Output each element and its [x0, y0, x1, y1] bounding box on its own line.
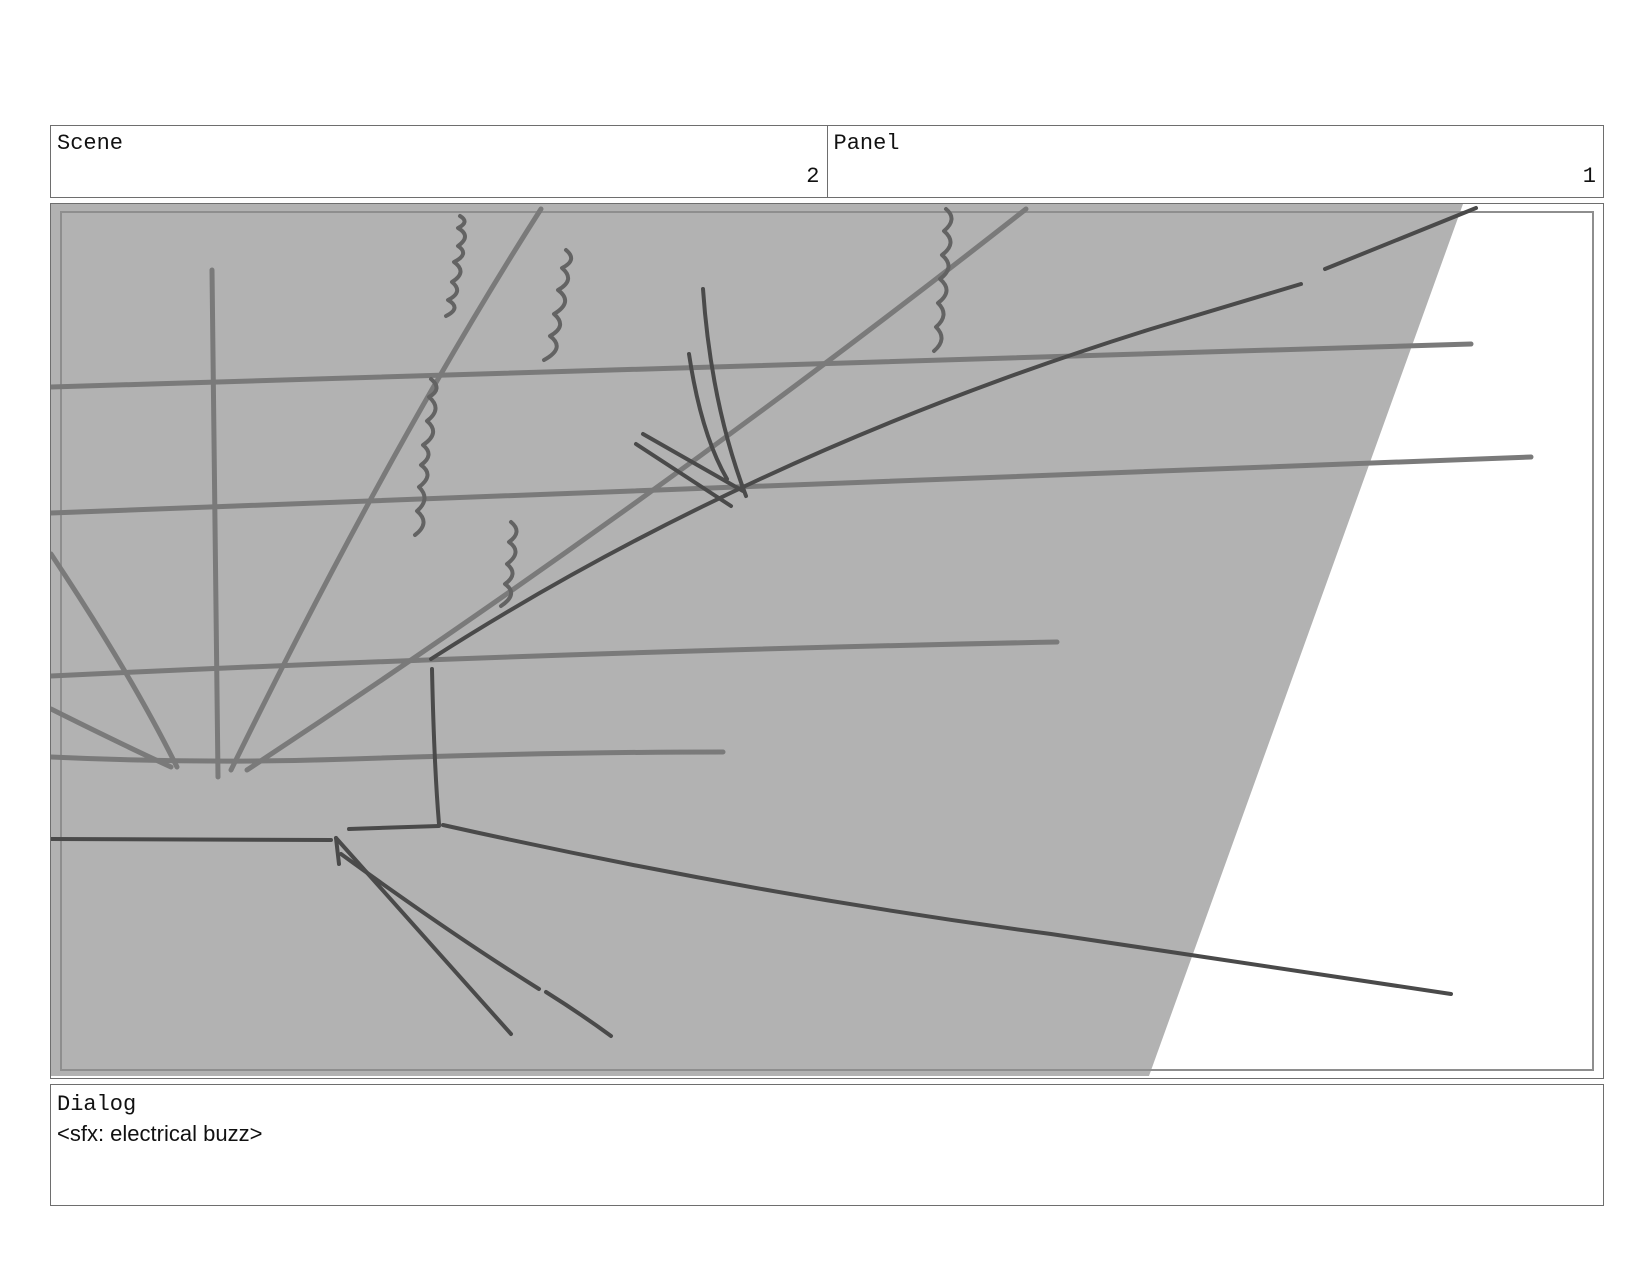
scene-label: Scene	[57, 131, 124, 156]
panel-number: 1	[1582, 164, 1596, 189]
scene-cell: Scene 2	[51, 126, 827, 197]
squiggle-marks	[413, 207, 954, 608]
construction-lines	[51, 206, 1534, 780]
panel-cell: Panel 1	[826, 126, 1604, 197]
storyboard-frame	[50, 203, 1604, 1079]
storyboard-header: Scene 2 Panel 1	[50, 125, 1604, 198]
main-strokes	[51, 206, 1478, 1038]
sketch-drawing	[51, 204, 1594, 1076]
safe-area-border	[60, 211, 1594, 1071]
panel-label: Panel	[833, 131, 900, 156]
dialog-label: Dialog	[57, 1092, 137, 1117]
dialog-text: <sfx: electrical buzz>	[57, 1121, 263, 1146]
scene-number: 2	[806, 164, 820, 189]
dialog-box: Dialog <sfx: electrical buzz>	[50, 1084, 1604, 1206]
shaded-area	[51, 204, 1463, 1076]
